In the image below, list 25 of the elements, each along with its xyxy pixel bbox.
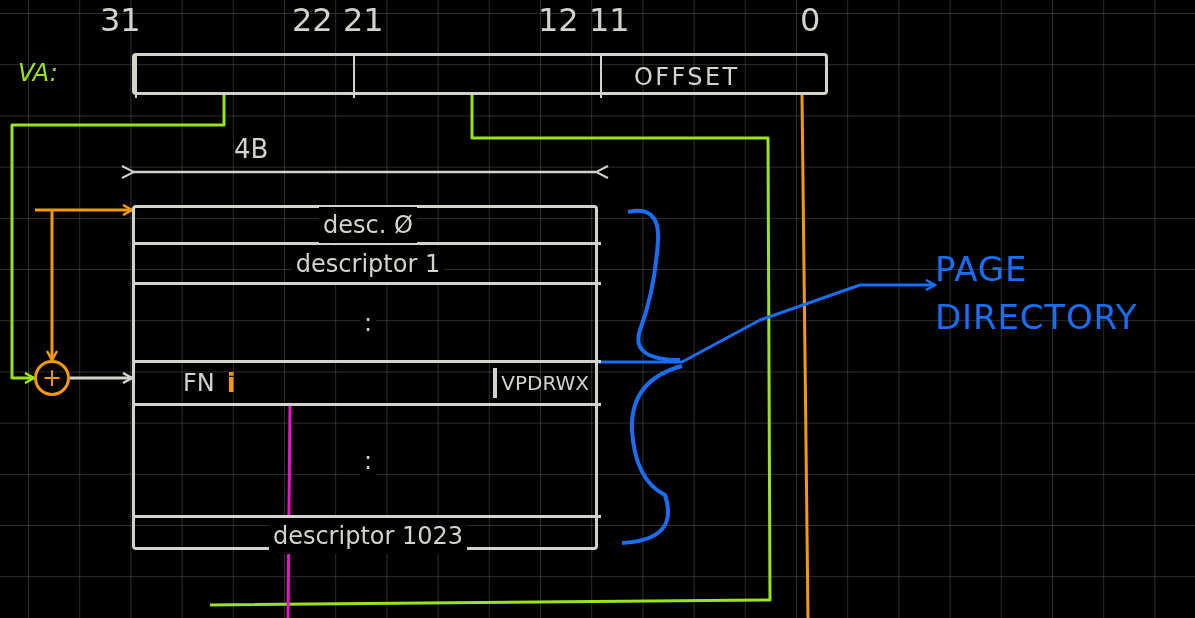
bit-number: 31	[100, 4, 141, 36]
arrow	[45, 210, 59, 362]
arrow	[35, 203, 134, 217]
row-label: descriptor 1	[291, 245, 445, 282]
table-row	[135, 208, 601, 245]
row-label: desc. Ø	[319, 207, 417, 243]
row-label: descriptor 1023	[268, 517, 468, 554]
row-label: OFFSET	[634, 62, 740, 93]
arrow	[70, 371, 134, 385]
dimension-label: 4B	[234, 136, 269, 162]
register-bar	[132, 53, 828, 95]
arrow	[10, 95, 226, 385]
bit-number: 12 11	[538, 4, 630, 36]
bit-number: 0	[800, 4, 821, 36]
register-label: VA:	[18, 58, 58, 89]
flag-bits: VPDRWX	[493, 368, 589, 398]
connector-line	[210, 95, 772, 607]
bit-number: 22 21	[292, 4, 384, 36]
row-label: FN	[183, 368, 215, 399]
arrow	[598, 278, 937, 364]
table-row	[135, 245, 601, 285]
connector-line	[800, 95, 810, 618]
index-letter: i	[226, 366, 236, 400]
plus-sign: +	[41, 366, 63, 390]
title-text: PAGE DIRECTORY	[935, 247, 1139, 339]
